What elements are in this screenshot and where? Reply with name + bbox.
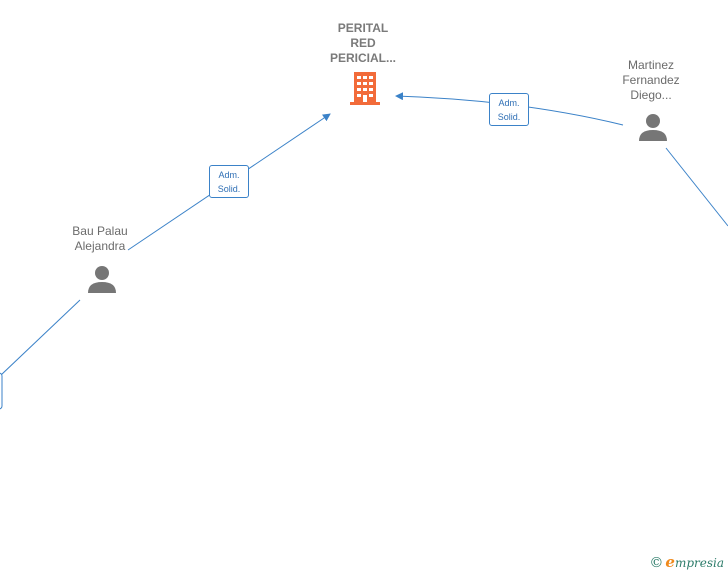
company-name-line3: PERICIAL... (329, 51, 396, 65)
person-left-name-line2: Alejandra (74, 239, 126, 253)
edge-badge-right-line2: Solid. (497, 112, 521, 122)
company-name[interactable]: PERITAL RED PERICIAL... (318, 21, 408, 66)
person-left-name-line1: Bau Palau (72, 224, 128, 238)
copyright-icon: © (649, 555, 664, 571)
person-left-name[interactable]: Bau Palau Alejandra (55, 224, 145, 254)
person-right-name-line1: Martinez (627, 58, 674, 72)
company-building-icon[interactable] (348, 70, 382, 106)
edge-badge-left-line2: Solid. (217, 184, 241, 194)
person-right-name[interactable]: Martinez Fernandez Diego... (606, 58, 696, 103)
person-right-name-line2: Fernandez (622, 73, 680, 87)
edge-badge-offscreen-left (0, 372, 3, 410)
brand-watermark: ©empresia (649, 553, 724, 571)
brand-initial: e (665, 553, 675, 571)
edge-badge-left-line1: Adm. (218, 170, 240, 180)
company-name-line1: PERITAL (337, 21, 389, 35)
edge-badge-left[interactable]: Adm. Solid. (209, 165, 249, 198)
person-left-icon[interactable] (87, 264, 117, 294)
brand-name: mpresia (674, 556, 724, 570)
person-right-icon[interactable] (638, 112, 668, 142)
edge-offscreen-left (0, 299, 81, 377)
person-right-name-line3: Diego... (630, 88, 672, 102)
company-name-line2: RED (350, 36, 376, 50)
edge-offscreen-right (665, 147, 728, 227)
edge-badge-right-line1: Adm. (498, 98, 520, 108)
edge-badge-right[interactable]: Adm. Solid. (489, 93, 529, 126)
